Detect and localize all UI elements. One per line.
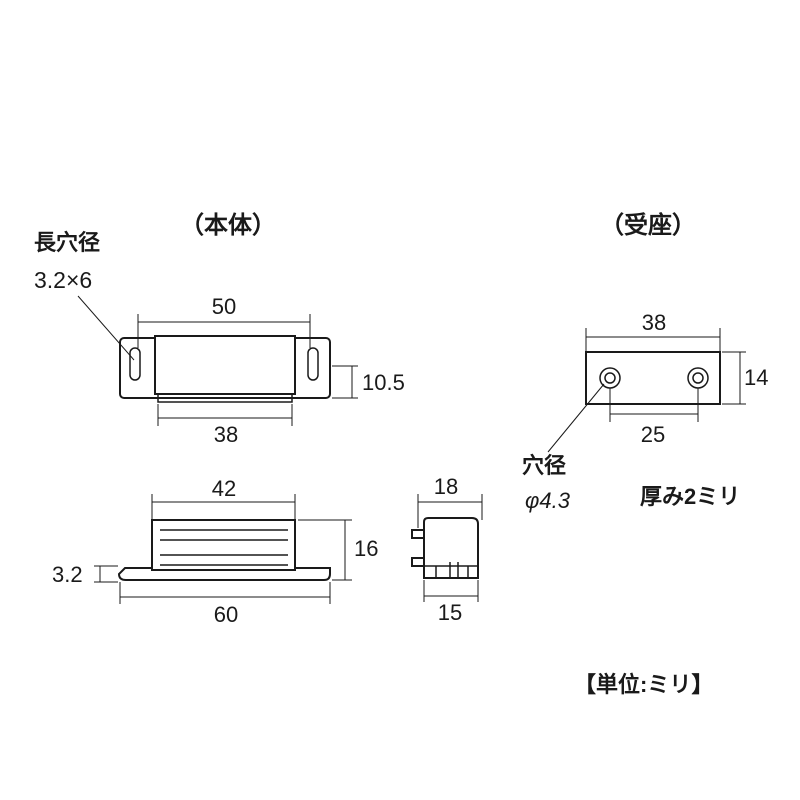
dim-25 — [609, 388, 699, 422]
body-side-housing — [151, 519, 296, 571]
dim-label-18: 18 — [433, 474, 459, 499]
hole-size-label: φ4.3 — [525, 488, 570, 513]
dim-label-10-5: 10.5 — [362, 370, 405, 395]
dim-label-60: 60 — [213, 602, 239, 627]
dim-50 — [137, 314, 311, 348]
dim-38-receiver — [585, 328, 721, 352]
unit-label: 【単位:ミリ】 — [574, 672, 714, 697]
title-receiver: （受座） — [600, 212, 696, 239]
dim-18 — [417, 494, 483, 528]
dim-15 — [423, 580, 479, 602]
dim-42 — [151, 494, 296, 520]
receiver-plate — [585, 351, 721, 405]
dim-label-42: 42 — [211, 476, 237, 501]
slot-right — [307, 347, 319, 381]
dim-label-38-receiver: 38 — [641, 310, 667, 335]
hole-name-label: 穴径 — [522, 453, 567, 478]
dim-10-5 — [332, 365, 358, 399]
dim-label-38-body: 38 — [213, 422, 239, 447]
receiver-view — [585, 351, 721, 405]
dim-60 — [119, 582, 331, 604]
thickness-label: 厚み2ミリ — [640, 484, 741, 509]
dim-label-25: 25 — [640, 422, 666, 447]
dim-label-15: 15 — [437, 600, 463, 625]
dim-3-2 — [94, 565, 118, 583]
hole-left-inner — [604, 372, 616, 384]
dim-label-16: 16 — [354, 536, 379, 561]
slot-leader — [77, 295, 135, 361]
body-top-view — [119, 335, 331, 403]
end-housing — [423, 517, 479, 579]
dim-label-50: 50 — [211, 294, 237, 319]
dim-14 — [722, 351, 746, 405]
title-body: （本体） — [180, 212, 276, 239]
dim-38-body — [157, 404, 293, 426]
hole-leader — [547, 383, 605, 453]
slot-left — [129, 347, 141, 381]
body-end-view — [411, 517, 479, 579]
body-top-housing — [154, 335, 296, 395]
end-tab-top — [411, 529, 425, 539]
dim-16 — [298, 519, 352, 581]
body-side-view — [117, 519, 331, 581]
body-top-lip — [157, 393, 293, 403]
hole-right-inner — [692, 372, 704, 384]
dim-label-3-2: 3.2 — [52, 562, 83, 587]
slot-size-label: 3.2×6 — [34, 267, 93, 293]
dim-label-14: 14 — [744, 365, 769, 390]
slot-name-label: 長穴径 — [34, 230, 101, 255]
end-tab-bottom — [411, 557, 425, 567]
